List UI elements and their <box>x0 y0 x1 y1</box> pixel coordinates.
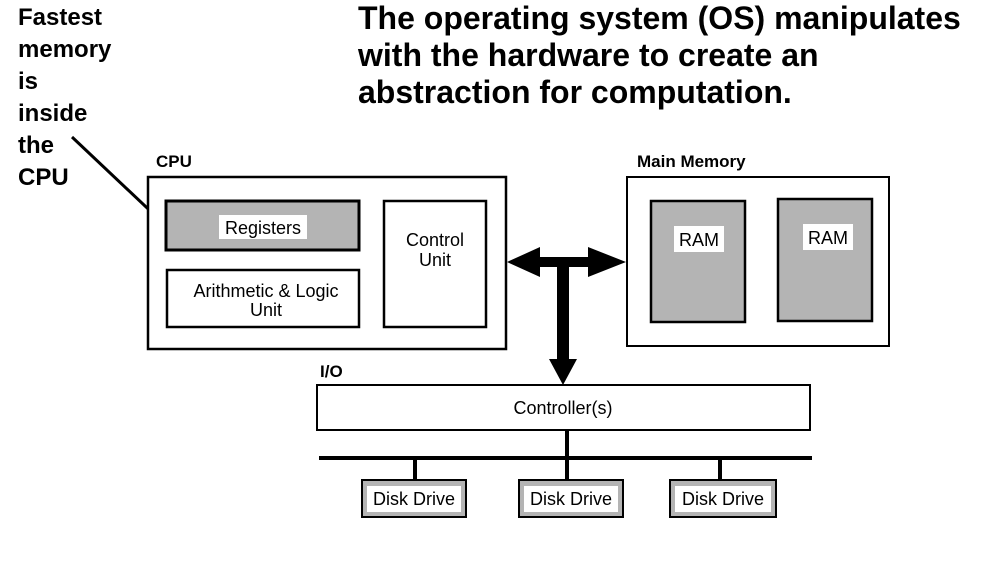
controller-box <box>316 384 811 431</box>
ram-label-bg-1 <box>674 226 724 252</box>
disk-drive-label-bg-1 <box>367 486 461 512</box>
controller-label: Controller(s) <box>513 398 612 418</box>
disk-drive-label-3: Disk Drive <box>682 489 764 509</box>
alu-box <box>165 268 361 329</box>
disk-drive-label-bg-3 <box>675 486 771 512</box>
disk-drive-label-2: Disk Drive <box>530 489 612 509</box>
bus-vertical-arrow <box>549 262 577 385</box>
slide-title: The operating system (OS) manipulates wi… <box>358 0 961 110</box>
main-memory-label: Main Memory <box>637 152 746 171</box>
registers-label-bg <box>219 215 307 239</box>
alu-label-line2: Unit <box>250 300 282 320</box>
fastest-memory-callout: Fastest memory is inside the CPU <box>18 4 112 191</box>
control-unit-label-line1: Control <box>406 230 464 250</box>
cpu-label: CPU <box>156 152 192 171</box>
ram-box-1 <box>649 199 747 324</box>
ram-label-bg-2 <box>803 224 853 250</box>
ram-label-1: RAM <box>679 230 719 250</box>
alu-label-line1: Arithmetic & Logic <box>193 281 338 301</box>
disk-drive-label-bg-2 <box>524 486 618 512</box>
control-unit-box <box>382 199 488 329</box>
control-unit-label-line2: Unit <box>419 250 451 270</box>
disk-drive-label-1: Disk Drive <box>373 489 455 509</box>
ram-label-2: RAM <box>808 228 848 248</box>
ram-box-2 <box>776 197 874 323</box>
io-label: I/O <box>320 362 343 381</box>
registers-label: Registers <box>225 218 301 238</box>
